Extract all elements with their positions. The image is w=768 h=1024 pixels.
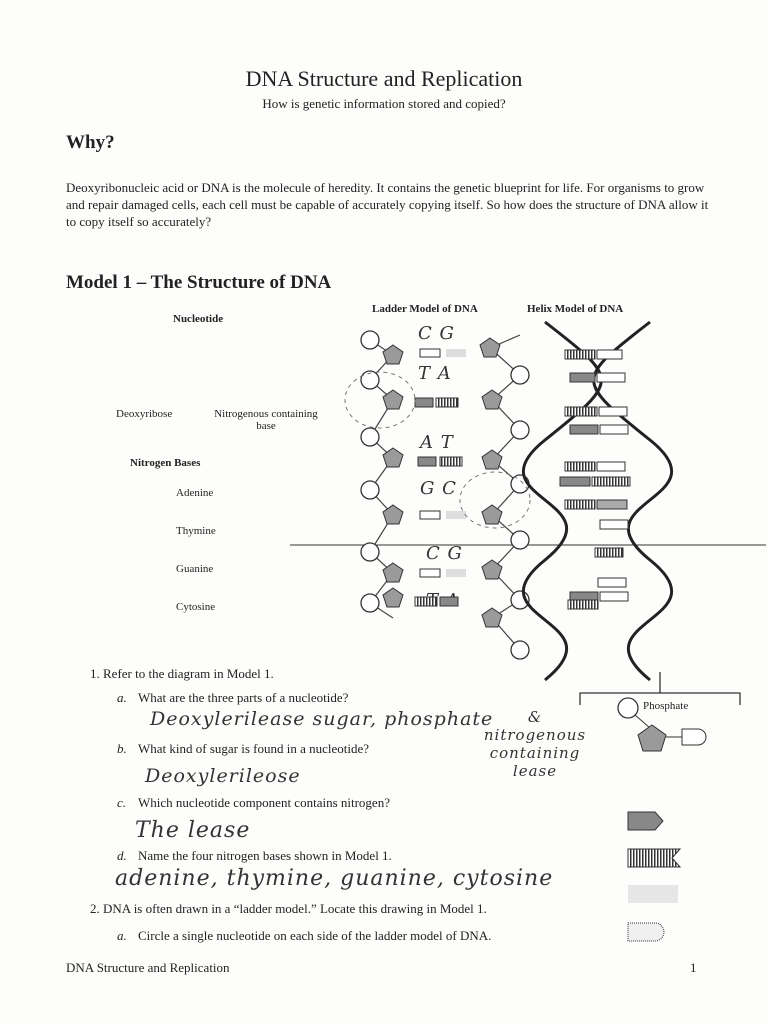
- ladder-left-sugars: [383, 345, 403, 607]
- pencil-circle-left: [345, 372, 415, 428]
- legend-bracket: [580, 672, 740, 705]
- key-thymine-shape: [628, 849, 680, 867]
- question-1: 1. Refer to the diagram in Model 1.: [90, 666, 274, 682]
- q1b-letter: b.: [117, 741, 127, 757]
- answer-1a: Deoxylerilease sugar, phosphate: [150, 708, 493, 730]
- question-2a: Circle a single nucleotide on each side …: [138, 928, 491, 944]
- q1d-letter: d.: [117, 848, 127, 864]
- legend-base-shape: [682, 729, 706, 745]
- q1a-letter: a.: [117, 690, 127, 706]
- ladder-right-sugars: [480, 338, 502, 627]
- key-guanine-shape: [628, 885, 678, 903]
- answer-1b: Deoxylerileose: [145, 765, 301, 787]
- question-2: 2. DNA is often drawn in a “ladder model…: [90, 901, 487, 917]
- question-1d: Name the four nitrogen bases shown in Mo…: [138, 848, 392, 864]
- answer-1a-extra: & nitrogenous containing lease: [480, 708, 590, 780]
- q2a-letter: a.: [117, 928, 127, 944]
- question-1c: Which nucleotide component contains nitr…: [138, 795, 390, 811]
- q1c-letter: c.: [117, 795, 126, 811]
- question-1a: What are the three parts of a nucleotide…: [138, 690, 348, 706]
- ladder-rungs: [415, 349, 466, 606]
- footer-title: DNA Structure and Replication: [66, 960, 230, 976]
- page-number: 1: [690, 960, 697, 976]
- key-cytosine-shape: [628, 923, 664, 941]
- question-1b: What kind of sugar is found in a nucleot…: [138, 741, 369, 757]
- legend-connector: [635, 715, 650, 728]
- ladder-right-phosphates: [511, 366, 529, 659]
- key-adenine-shape: [628, 812, 663, 830]
- legend-sugar-pentagon: [638, 725, 666, 751]
- answer-1d: adenine, thymine, guanine, cytosine: [115, 866, 553, 891]
- answer-1c: The lease: [135, 818, 250, 843]
